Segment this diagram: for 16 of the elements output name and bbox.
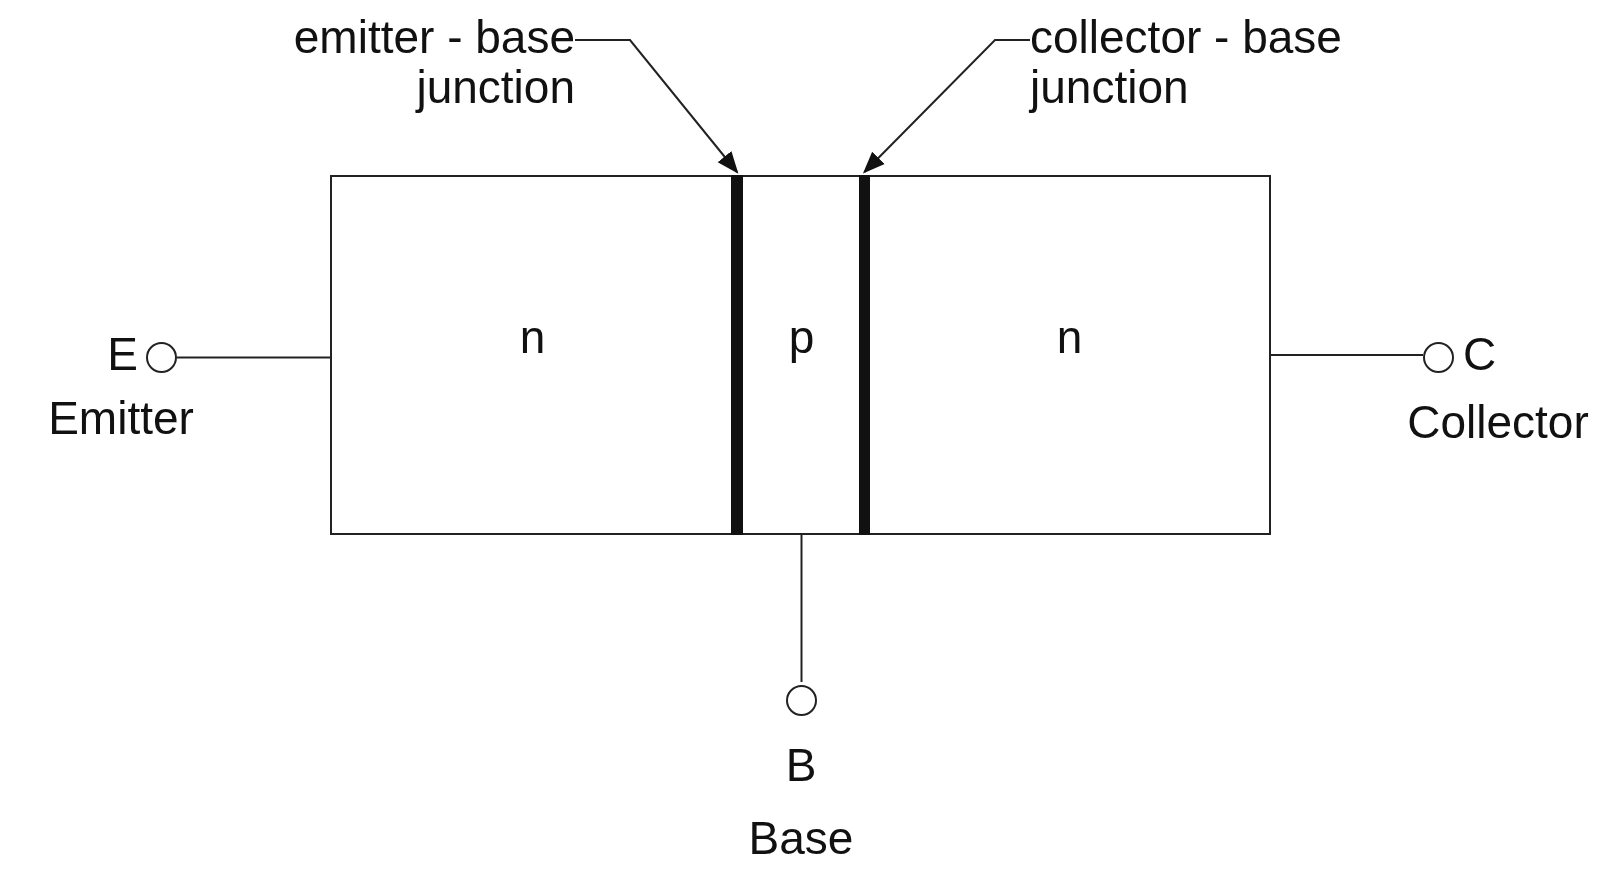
terminal-name: Base	[747, 811, 855, 866]
terminal-lead	[1270, 354, 1424, 356]
region-label: p	[787, 312, 816, 362]
junction-label: collector - base junction	[1030, 12, 1410, 112]
leader-line	[862, 39, 1031, 174]
terminal-name: Collector	[1406, 395, 1590, 450]
terminal-name: Emitter	[47, 391, 195, 446]
region-label: n	[1055, 312, 1084, 362]
terminal-lead	[176, 356, 331, 359]
region-label: n	[518, 312, 547, 362]
terminal-letter: C	[1463, 327, 1498, 382]
terminal-letter: E	[106, 327, 138, 382]
terminal-lead	[800, 534, 803, 683]
junction-label: emitter - base junction	[225, 12, 575, 112]
leader-line	[574, 39, 739, 174]
terminal-letter: B	[784, 738, 818, 793]
